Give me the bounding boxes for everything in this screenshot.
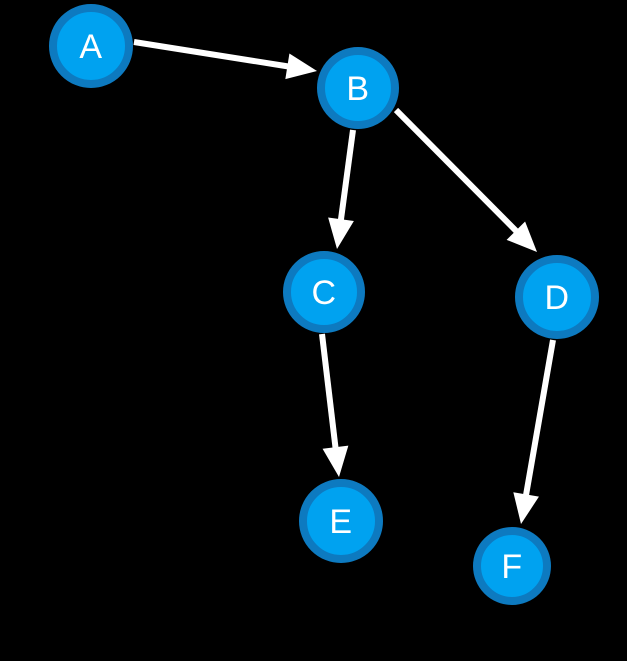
node-label: A — [79, 28, 102, 66]
graph-edge[interactable] — [133, 39, 317, 80]
node-label: F — [501, 548, 522, 586]
edge-line — [133, 39, 290, 70]
node-label: C — [311, 274, 336, 312]
graph-node-f[interactable]: F — [473, 527, 551, 605]
graph-node-c[interactable]: C — [283, 251, 365, 333]
node-fill — [519, 259, 595, 335]
node-fill — [477, 531, 547, 601]
edge-line — [393, 107, 520, 235]
edge-arrowhead — [328, 217, 354, 249]
edge-arrowhead — [322, 445, 349, 477]
edge-line — [337, 129, 356, 222]
node-label: E — [329, 503, 352, 541]
graph-node-e[interactable]: E — [299, 479, 383, 563]
edge-arrowhead — [506, 221, 537, 252]
graph-edge[interactable] — [319, 333, 349, 477]
node-ring — [515, 255, 599, 339]
graph-node-a[interactable]: A — [49, 4, 133, 88]
node-label: B — [346, 70, 369, 108]
node-ring — [299, 479, 383, 563]
node-ring — [473, 527, 551, 605]
node-fill — [303, 483, 379, 559]
graph-node-d[interactable]: D — [515, 255, 599, 339]
edge-arrowhead — [285, 53, 317, 80]
edges-layer — [133, 39, 556, 524]
nodes-layer: A B C D E F — [49, 4, 599, 605]
graph-edge[interactable] — [328, 129, 356, 249]
node-ring — [317, 47, 399, 129]
node-label: D — [544, 279, 569, 317]
node-fill — [287, 255, 361, 329]
graph-edge[interactable] — [513, 339, 556, 524]
edge-line — [522, 339, 556, 497]
edge-arrowhead — [513, 492, 539, 524]
graph-node-b[interactable]: B — [317, 47, 399, 129]
graph-edge[interactable] — [393, 107, 537, 252]
node-fill — [53, 8, 129, 84]
node-ring — [283, 251, 365, 333]
edge-line — [319, 333, 339, 450]
node-ring — [49, 4, 133, 88]
node-fill — [321, 51, 395, 125]
